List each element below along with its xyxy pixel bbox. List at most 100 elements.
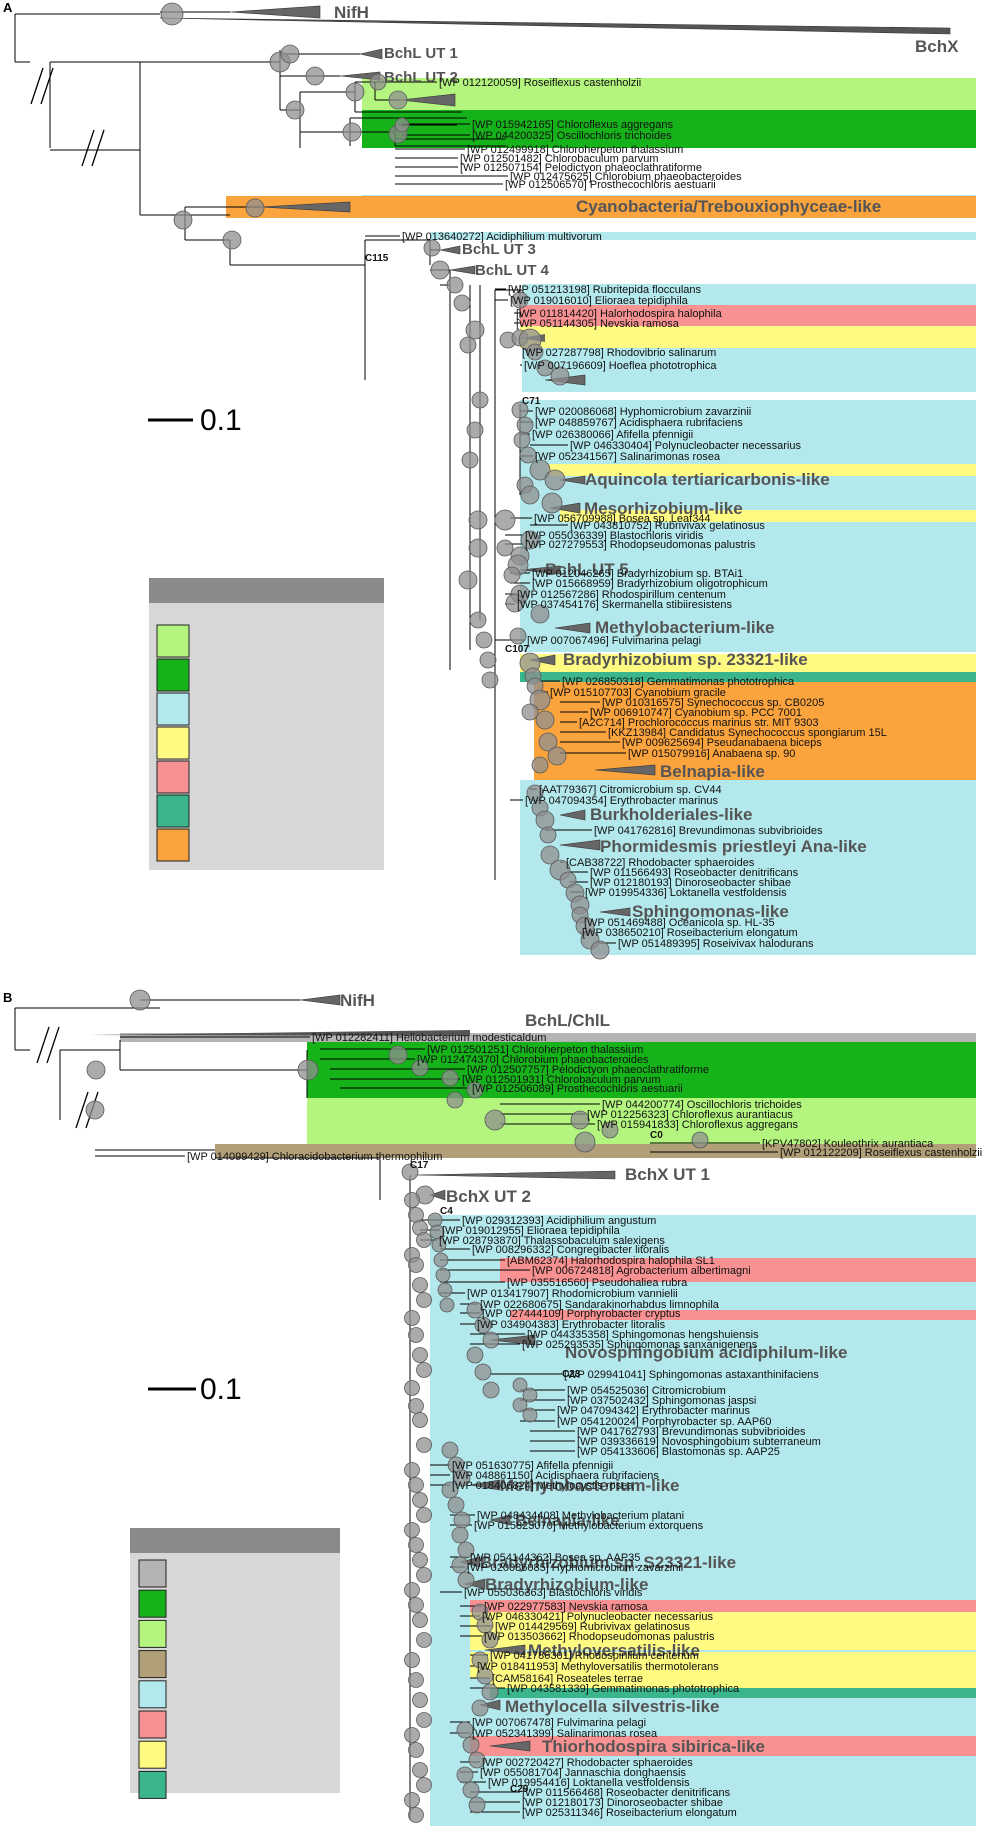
leaf-label: [WP 054525036] Citromicrobium xyxy=(567,1385,726,1397)
leaf-label: [WP 019012955] Elioraea tepidiphila xyxy=(442,1225,621,1237)
panel-letter: B xyxy=(3,990,12,1005)
clade-label: BchL UT 3 xyxy=(462,241,536,258)
leaf-label: [WP 015823070] Methylobacterium extorque… xyxy=(474,1520,704,1532)
leaf-label: [WP 010316575] Synechococcus sp. CB0205 xyxy=(602,697,824,709)
axis-break-mark xyxy=(46,1026,60,1064)
support-circle xyxy=(458,570,478,590)
leaf-label: [WP 054144362] Bosea sp. AAP35 xyxy=(470,1552,640,1564)
leaf-label: [WP 051213198] Rubritepida flocculans xyxy=(508,284,702,296)
support-circle xyxy=(173,210,193,230)
collapsed-clade-triangle xyxy=(90,1030,470,1036)
support-circle xyxy=(416,1507,432,1523)
support-circle xyxy=(441,1069,459,1087)
support-circle xyxy=(416,1632,432,1648)
support-circle xyxy=(416,1777,432,1793)
support-circle xyxy=(416,1292,432,1308)
support-circle xyxy=(574,1131,596,1153)
leaf-label: [WP 026380066] Afifella pfennigii xyxy=(532,429,693,441)
support-circle xyxy=(469,611,487,629)
leaf-label: [WP 007196609] Hoeflea phototrophica xyxy=(524,360,717,372)
leaf-label: [WP 044335358] Sphingomonas hengshuiensi… xyxy=(527,1329,759,1341)
support-circle xyxy=(462,1781,480,1799)
support-circle xyxy=(691,1131,709,1149)
support-circle xyxy=(513,431,531,449)
support-circle xyxy=(439,1297,455,1313)
support-circle xyxy=(505,593,525,613)
support-circle xyxy=(503,566,521,584)
support-circle xyxy=(297,1059,319,1081)
legend-swatch xyxy=(138,1710,167,1739)
collapsed-clade-triangle xyxy=(399,93,456,107)
leaf-label: [WP 048861150] Acidisphaera rubrifaciens xyxy=(452,1470,659,1482)
leaf-label: [WP 037502432] Sphingomonas jaspsi xyxy=(567,1395,756,1407)
color-range-band xyxy=(470,1736,976,1756)
support-circles xyxy=(85,2,709,1823)
clade-label: Mesorhizobium-like xyxy=(584,499,743,518)
color-range-band xyxy=(534,682,976,780)
leaf-label: [A2C714] Prochlorococcus marinus str. MI… xyxy=(579,717,818,729)
clade-label: Cyanobacteria/Trebouxiophyceae-like xyxy=(576,197,881,216)
support-circle xyxy=(484,1109,506,1131)
leaf-label: [WP 002720427] Rhodobacter sphaeroides xyxy=(482,1757,693,1769)
support-circle xyxy=(482,1381,500,1399)
support-circle xyxy=(482,1331,500,1349)
color-range-band xyxy=(470,1612,976,1650)
support-circle xyxy=(539,826,557,844)
support-circle xyxy=(408,1807,424,1823)
leaf-label: [WP 007067478] Fulvimarina pelagi xyxy=(472,1717,646,1729)
leaf-label: [WP 039336619] Novosphingobium subterran… xyxy=(577,1436,821,1448)
support-circle xyxy=(412,1347,428,1363)
collapsed-clade-triangle xyxy=(559,809,586,821)
collapsed-clade-triangle xyxy=(559,839,601,851)
support-circle xyxy=(456,1766,474,1784)
legend-swatch xyxy=(138,1680,167,1709)
collapsed-clade-triangle xyxy=(559,475,586,485)
collapsed-clade-triangle xyxy=(599,907,631,917)
support-circle xyxy=(601,1121,619,1139)
leaf-label: [WP 012120059] Roseiflexus castenholzii xyxy=(439,77,641,89)
support-circle xyxy=(404,1652,420,1668)
leaf-label: [WP 025311346] Roseibacterium elongatum xyxy=(522,1807,737,1819)
legend-header xyxy=(130,1528,340,1553)
leaf-label: [WP 054120024] Porphyrobacter sp. AAP60 xyxy=(557,1416,771,1428)
leaf-label: [WP 013417907] Rhodomicrobium vannielii xyxy=(467,1288,678,1300)
support-circle xyxy=(404,1380,420,1396)
support-circle xyxy=(468,510,488,530)
leaf-label: [WP 015942165] Chloroflexus aggregans xyxy=(472,119,673,131)
axis-break-mark xyxy=(75,1091,89,1129)
support-circle xyxy=(447,1496,465,1514)
support-circle xyxy=(494,509,516,531)
legend-swatch xyxy=(138,1770,167,1799)
support-circle xyxy=(129,989,151,1011)
leaf-label: [WP 012507757] Pelodictyon phaeoclathrat… xyxy=(467,1064,709,1076)
clade-label: Thiorhodospira sibirica-like xyxy=(542,1737,765,1756)
clade-label: BchX xyxy=(915,37,959,56)
node-label: C107 xyxy=(505,644,529,655)
support-circle xyxy=(535,710,555,730)
legend-swatch xyxy=(156,692,190,726)
support-circle xyxy=(408,1398,424,1414)
support-circle xyxy=(441,1441,459,1459)
color-range-band xyxy=(548,464,976,476)
color-range-band xyxy=(430,232,976,240)
color-range-band xyxy=(120,1033,976,1042)
support-circle xyxy=(465,320,485,340)
collapsed-clade-triangle xyxy=(469,1479,501,1491)
leaf-label: [KKZ13984] Candidatus Synechococcus spon… xyxy=(608,727,887,739)
clade-label: Aquincola tertiaricarbonis-like xyxy=(585,470,830,489)
clade-label: Bradyrhizobium sp. 23321-like xyxy=(563,650,808,669)
support-circle xyxy=(369,73,387,91)
leaf-label: [WP 015079916] Anabaena sp. 90 xyxy=(628,748,795,760)
leaf-label: [WP 041786301] Rhodospirillum centenum xyxy=(490,1650,699,1662)
legend-header xyxy=(149,578,384,603)
support-circle xyxy=(222,230,242,250)
support-circle xyxy=(466,1081,484,1099)
collapsed-clade-triangle xyxy=(439,245,461,255)
color-range-band xyxy=(470,1652,976,1678)
support-circle xyxy=(474,1316,492,1334)
leaf-label: [WP 025293535] Sphingomonas sanxanigenen… xyxy=(522,1339,758,1351)
support-circle xyxy=(404,1310,420,1326)
support-circle xyxy=(462,1736,480,1754)
support-circle xyxy=(509,627,527,645)
leaf-label: [ABM62374] Halorhodospira halophila SL1 xyxy=(507,1255,715,1267)
